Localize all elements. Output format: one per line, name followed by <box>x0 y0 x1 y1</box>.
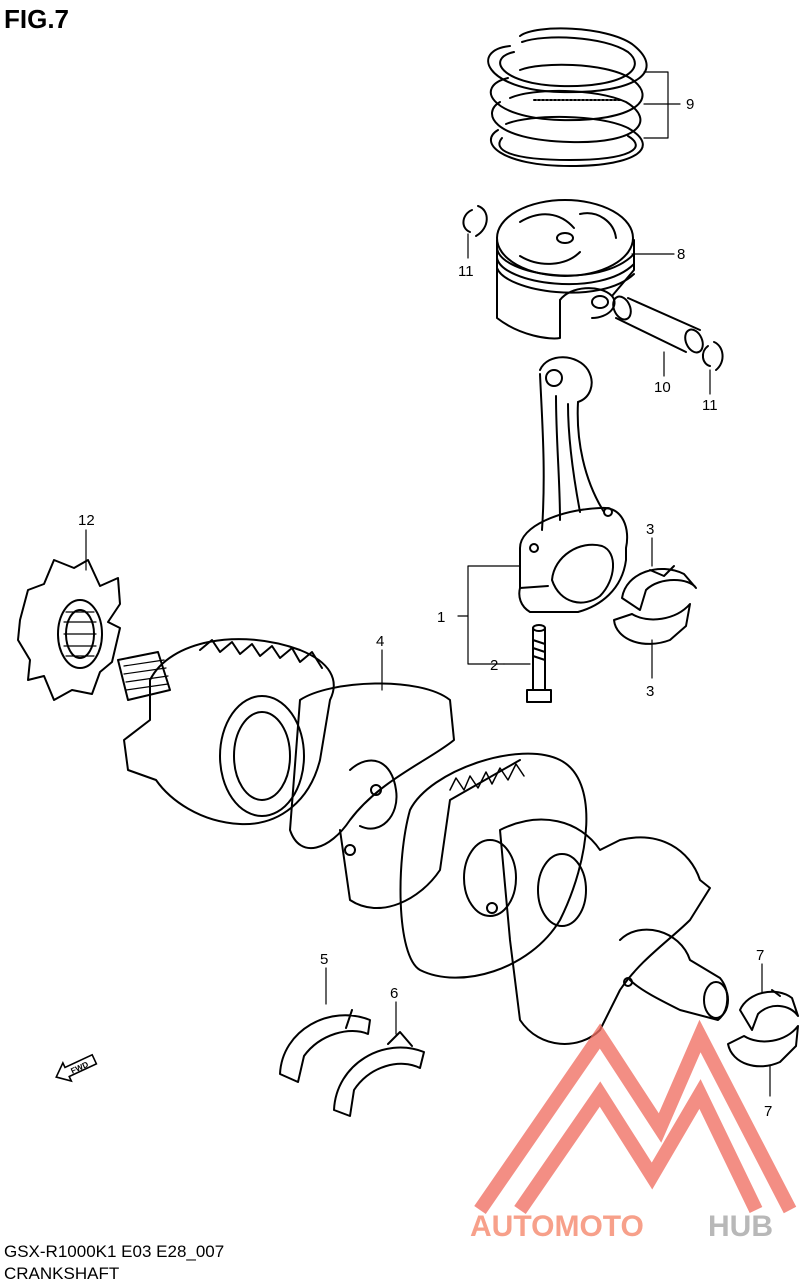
crank-counterweight-2 <box>339 759 521 910</box>
conrod-beam-left <box>539 373 545 531</box>
crank-journal-2 <box>463 839 517 917</box>
section-name: CRANKSHAFT <box>4 1264 120 1283</box>
circlip-left-drawing <box>462 205 488 237</box>
callout-7b: 7 <box>764 1103 772 1120</box>
piston-ring-bottom <box>489 115 644 167</box>
callout-11b: 11 <box>702 397 718 414</box>
piston-ring-bottom-inner <box>498 135 637 161</box>
conrod-bolt-drawing <box>526 624 552 703</box>
piston-ring-set-drawing <box>487 27 648 167</box>
callout-11a: 11 <box>458 263 474 280</box>
watermark-text-b: HUB <box>708 1210 773 1243</box>
piston-crown <box>496 199 634 277</box>
crankshaft-drawing <box>117 638 729 1045</box>
crank-spline-shaft <box>117 651 171 701</box>
conrod-bearing-upper-drawing <box>621 565 697 611</box>
model-code: GSX-R1000K1 E03 E28_007 <box>4 1242 225 1261</box>
crank-web-left <box>123 638 335 826</box>
callout-10: 10 <box>654 379 671 396</box>
piston-pin-drawing <box>612 295 704 354</box>
thrust-bearing-6-drawing <box>333 1031 425 1117</box>
main-bearing-upper-drawing <box>739 989 799 1031</box>
piston-ring-lands <box>496 247 635 277</box>
crank-counterweight-1 <box>289 682 455 850</box>
watermark-text-a: AUTOMOTO <box>470 1210 644 1243</box>
crank-journal-3 <box>537 853 587 927</box>
conrod-small-end-bore <box>545 369 563 387</box>
watermark-logo-mark <box>474 1019 797 1214</box>
fwd-arrow-label: FWD <box>69 1060 90 1076</box>
piston-valve-recess-2 <box>579 212 617 239</box>
conrod-beam-groove <box>555 395 581 521</box>
piston-crown-center <box>556 232 574 244</box>
leader-lines <box>85 71 771 1097</box>
crank-output-shaft <box>619 928 729 1021</box>
callout-labels: 9 8 11 10 11 12 3 1 4 2 3 7 5 6 7 <box>78 96 772 1120</box>
callout-6: 6 <box>390 985 398 1002</box>
piston-drawing <box>496 199 635 340</box>
piston-ring-top-inner <box>499 36 636 88</box>
piston-ring-top <box>487 27 648 94</box>
conrod-small-end <box>539 356 593 403</box>
callout-2: 2 <box>490 657 498 674</box>
crank-gear-teeth <box>199 639 323 669</box>
crank-pin-1 <box>349 759 398 830</box>
watermark: AUTOMOTO HUB <box>470 1019 797 1243</box>
callout-7a: 7 <box>756 947 764 964</box>
conrod-cap-line <box>519 585 549 589</box>
conrod-bearing-lower-drawing <box>613 603 691 645</box>
callout-1: 1 <box>437 609 445 626</box>
sprocket-drawing <box>17 559 121 701</box>
callout-9: 9 <box>686 96 694 113</box>
crank-counterweight-3 <box>499 818 711 1045</box>
conrod-big-end-bore <box>551 543 615 604</box>
piston-ring-oil <box>491 89 642 144</box>
fwd-arrow: FWD <box>55 1053 98 1083</box>
connecting-rod-drawing <box>518 356 629 613</box>
crank-timing-wheel <box>399 752 588 979</box>
callout-8: 8 <box>677 246 685 263</box>
callout-4: 4 <box>376 633 384 650</box>
piston-pin-boss <box>559 287 616 319</box>
piston-valve-recess-1 <box>519 213 575 229</box>
callout-3a: 3 <box>646 521 654 538</box>
main-bearing-lower-drawing <box>727 1025 799 1068</box>
callout-12: 12 <box>78 512 95 529</box>
piston-pin-bore <box>591 295 609 309</box>
leader-9 <box>643 71 681 139</box>
piston-ring-middle <box>489 63 644 122</box>
callout-5: 5 <box>320 951 328 968</box>
callout-3b: 3 <box>646 683 654 700</box>
leader-1 <box>457 565 521 665</box>
piston-skirt <box>496 239 635 340</box>
figure-title: FIG.7 <box>4 4 70 34</box>
circlip-right-drawing <box>702 341 724 371</box>
crank-journal-1 <box>219 695 305 817</box>
piston-valve-recess-3 <box>519 251 581 265</box>
thrust-bearing-5-drawing <box>279 1009 371 1083</box>
conrod-big-end <box>518 506 629 613</box>
conrod-beam-right <box>576 401 605 513</box>
